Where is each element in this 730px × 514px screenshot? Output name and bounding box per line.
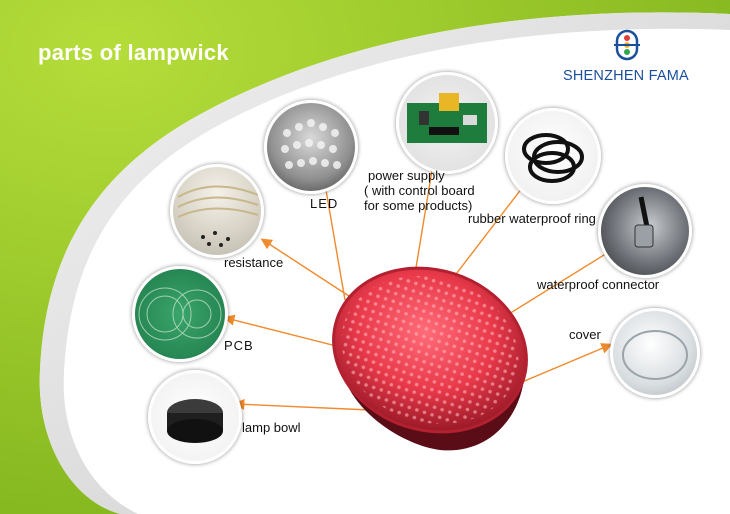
waterproof-connector-photo [598,184,692,278]
label-cover: cover [569,327,601,342]
lamp-bowl-photo [148,370,242,464]
label-rubber-ring: rubber waterproof ring [468,211,596,226]
power-supply-photo [396,72,498,174]
led-photo [264,100,358,194]
label-power-supply-note1: ( with control board [364,183,475,198]
red-led-lamp-photo [332,266,528,451]
label-led: LED [310,196,339,211]
label-lamp-bowl: lamp bowl [242,420,301,435]
cover-photo [610,308,700,398]
rubber-ring-photo [505,108,601,204]
label-power-supply-note2: for some products) [364,198,473,213]
label-pcb: PCB [224,338,254,353]
label-waterproof-connector: waterproof connector [537,277,660,292]
brand-name: SHENZHEN FAMA [563,68,689,84]
resistance-photo [170,164,264,258]
label-power-supply: power supply [368,168,445,183]
page-title: parts of lampwick [38,40,229,65]
label-resistance: resistance [224,255,284,270]
fama-logo-icon [614,29,640,61]
pcb-photo [132,266,228,362]
